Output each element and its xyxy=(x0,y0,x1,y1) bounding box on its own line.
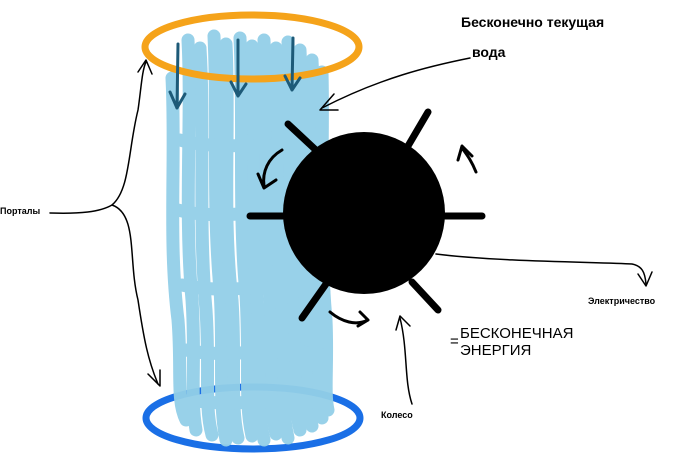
portals-label: Порталы xyxy=(0,206,41,216)
flow-arrow-3 xyxy=(283,36,302,92)
energy-label-line2: ЭНЕРГИЯ xyxy=(460,342,532,359)
rotation-arrows xyxy=(256,144,478,328)
wheel xyxy=(246,108,486,322)
flow-arrow-1 xyxy=(168,42,187,110)
water-pointer xyxy=(319,57,471,111)
electricity-line xyxy=(435,253,653,287)
energy-label-line1: БЕСКОНЕЧНАЯ xyxy=(460,325,574,342)
rotation-arrow-left xyxy=(256,148,284,190)
portals-brace xyxy=(49,59,161,387)
equals-sign: = xyxy=(450,333,459,350)
wheel-label: Колесо xyxy=(381,410,413,420)
water-label-line1: Бесконечно текущая xyxy=(461,14,605,30)
electricity-label: Электричество xyxy=(588,296,656,306)
rotation-arrow-right xyxy=(456,144,478,174)
rotation-arrow-bottom xyxy=(328,310,370,328)
flow-arrow-2 xyxy=(229,38,248,98)
wheel-hub xyxy=(283,132,445,294)
portal-top xyxy=(141,11,363,83)
flow-arrows xyxy=(168,36,302,110)
water-label-line2: вода xyxy=(472,44,506,60)
wheel-pointer xyxy=(395,315,413,405)
